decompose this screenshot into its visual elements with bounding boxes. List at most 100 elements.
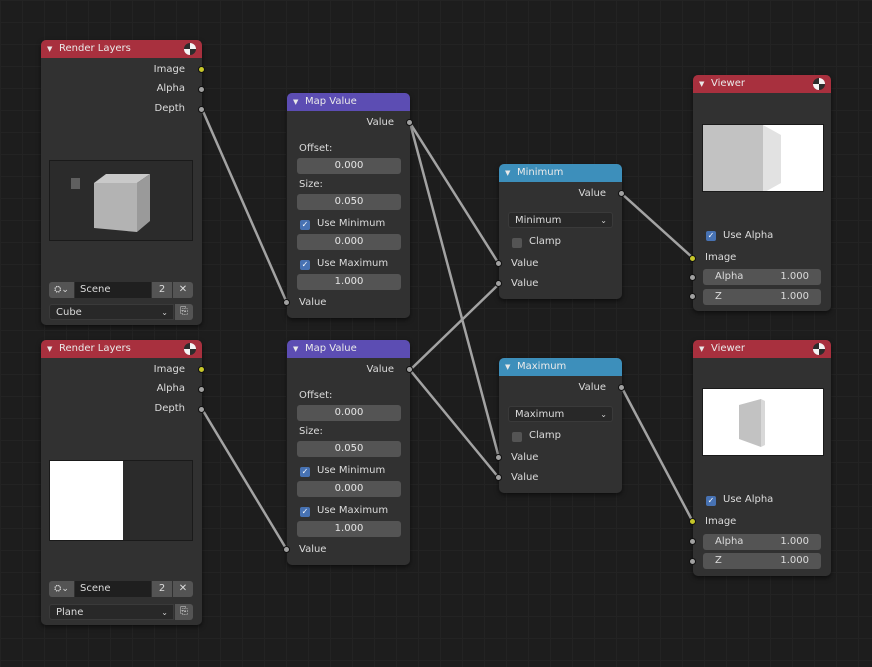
layer-dropdown[interactable]: Cube ⌄ xyxy=(49,304,174,320)
socket-value-input[interactable] xyxy=(283,299,290,306)
close-icon[interactable]: ✕ xyxy=(173,282,193,298)
link-min-to-viewer1 xyxy=(620,192,695,260)
socket-value-input-1[interactable] xyxy=(495,454,502,461)
scene-browse-icon[interactable]: ⛭⌄ xyxy=(49,282,74,298)
link-rl1-depth-to-map1 xyxy=(200,107,289,305)
link-map1-to-max xyxy=(408,121,501,460)
size-field[interactable]: 0.050 xyxy=(297,441,401,457)
z-field-label: Z xyxy=(715,291,722,302)
socket-depth-output[interactable] xyxy=(198,406,205,413)
socket-alpha-input[interactable] xyxy=(689,538,696,545)
alpha-field-value: 1.000 xyxy=(780,271,809,282)
collapse-arrow-icon[interactable]: ▼ xyxy=(505,363,511,371)
use-alpha-checkbox[interactable]: ✓ xyxy=(706,496,716,506)
z-field[interactable]: Z 1.000 xyxy=(703,553,821,569)
clamp-checkbox[interactable] xyxy=(512,432,522,442)
use-maximum-checkbox[interactable]: ✓ xyxy=(300,507,310,517)
socket-z-input[interactable] xyxy=(689,558,696,565)
scene-user-count[interactable]: 2 xyxy=(152,581,172,597)
use-alpha-checkbox[interactable]: ✓ xyxy=(706,231,716,241)
socket-depth-output[interactable] xyxy=(198,106,205,113)
maximum-field[interactable]: 1.000 xyxy=(297,521,401,537)
node-header[interactable]: ▼ Maximum xyxy=(499,358,622,376)
render-icon[interactable]: ⎘ xyxy=(175,604,193,620)
collapse-arrow-icon[interactable]: ▼ xyxy=(293,98,299,106)
clamp-label: Clamp xyxy=(529,236,561,247)
node-title: Viewer xyxy=(711,343,745,354)
operation-dropdown[interactable]: Maximum ⌄ xyxy=(508,406,613,422)
collapse-arrow-icon[interactable]: ▼ xyxy=(699,345,705,353)
operation-value: Maximum xyxy=(515,409,565,420)
minimum-field[interactable]: 0.000 xyxy=(297,234,401,250)
layer-dropdown[interactable]: Plane ⌄ xyxy=(49,604,174,620)
collapse-arrow-icon[interactable]: ▼ xyxy=(699,80,705,88)
socket-value-input[interactable] xyxy=(283,546,290,553)
output-label-value: Value xyxy=(578,382,606,393)
node-header[interactable]: ▼ Map Value xyxy=(287,340,410,358)
use-alpha-label: Use Alpha xyxy=(723,494,774,505)
socket-z-input[interactable] xyxy=(689,293,696,300)
offset-field[interactable]: 0.000 xyxy=(297,405,401,421)
map-value-node[interactable]: ▼ Map Value Value Offset: 0.000 Size: 0.… xyxy=(283,93,413,318)
scene-browse-icon[interactable]: ⛭⌄ xyxy=(49,581,74,597)
alpha-field[interactable]: Alpha 1.000 xyxy=(703,534,821,550)
scene-user-count[interactable]: 2 xyxy=(152,282,172,298)
offset-label: Offset: xyxy=(299,143,333,154)
socket-image-input[interactable] xyxy=(689,255,696,262)
minimum-field[interactable]: 0.000 xyxy=(297,481,401,497)
input-label-value-2: Value xyxy=(511,472,539,483)
socket-image-output[interactable] xyxy=(198,366,205,373)
node-header[interactable]: ▼ Viewer xyxy=(693,340,831,358)
alpha-field-label: Alpha xyxy=(715,536,744,547)
node-header[interactable]: ▼ Minimum xyxy=(499,164,622,182)
size-field[interactable]: 0.050 xyxy=(297,194,401,210)
socket-value-input-2[interactable] xyxy=(495,474,502,481)
render-layers-icon xyxy=(184,43,196,55)
use-minimum-checkbox[interactable]: ✓ xyxy=(300,220,310,230)
map-value-node[interactable]: ▼ Map Value Value Offset: 0.000 Size: 0.… xyxy=(283,340,413,565)
socket-value-output[interactable] xyxy=(618,384,625,391)
render-layers-node[interactable]: ▼ Render Layers Image Alpha Depth ⛭⌄ Sce… xyxy=(41,340,205,625)
viewer-node[interactable]: ▼ Viewer ✓ Use Alpha Image Alpha 1.000 Z… xyxy=(689,340,831,576)
scene-name-field[interactable]: Scene xyxy=(75,282,151,298)
math-maximum-node[interactable]: ▼ Maximum Value Maximum ⌄ Clamp Value Va… xyxy=(495,358,625,493)
render-layers-node[interactable]: ▼ Render Layers Image Alpha Depth ⛭⌄ Sce… xyxy=(41,40,205,325)
clamp-label: Clamp xyxy=(529,430,561,441)
close-icon[interactable]: ✕ xyxy=(173,581,193,597)
render-icon[interactable]: ⎘ xyxy=(175,304,193,320)
socket-image-output[interactable] xyxy=(198,66,205,73)
socket-alpha-output[interactable] xyxy=(198,86,205,93)
node-header[interactable]: ▼ Render Layers xyxy=(41,340,202,358)
offset-field[interactable]: 0.000 xyxy=(297,158,401,174)
scene-name-field[interactable]: Scene xyxy=(75,581,151,597)
node-header[interactable]: ▼ Render Layers xyxy=(41,40,202,58)
operation-value: Minimum xyxy=(515,215,562,226)
socket-value-output[interactable] xyxy=(406,366,413,373)
alpha-field[interactable]: Alpha 1.000 xyxy=(703,269,821,285)
socket-alpha-input[interactable] xyxy=(689,274,696,281)
use-maximum-checkbox[interactable]: ✓ xyxy=(300,260,310,270)
socket-value-input-1[interactable] xyxy=(495,260,502,267)
collapse-arrow-icon[interactable]: ▼ xyxy=(47,345,53,353)
input-label-image: Image xyxy=(705,516,737,527)
maximum-field[interactable]: 1.000 xyxy=(297,274,401,290)
socket-value-input-2[interactable] xyxy=(495,280,502,287)
operation-dropdown[interactable]: Minimum ⌄ xyxy=(508,212,613,228)
collapse-arrow-icon[interactable]: ▼ xyxy=(293,345,299,353)
collapse-arrow-icon[interactable]: ▼ xyxy=(47,45,53,53)
viewer-node[interactable]: ▼ Viewer ✓ Use Alpha Image Alpha 1.000 Z… xyxy=(689,75,831,311)
collapse-arrow-icon[interactable]: ▼ xyxy=(505,169,511,177)
node-header[interactable]: ▼ Viewer xyxy=(693,75,831,93)
z-field-value: 1.000 xyxy=(780,555,809,566)
socket-value-output[interactable] xyxy=(618,190,625,197)
socket-value-output[interactable] xyxy=(406,119,413,126)
math-minimum-node[interactable]: ▼ Minimum Value Minimum ⌄ Clamp Value Va… xyxy=(495,164,625,299)
use-minimum-checkbox[interactable]: ✓ xyxy=(300,467,310,477)
alpha-field-label: Alpha xyxy=(715,271,744,282)
clamp-checkbox[interactable] xyxy=(512,238,522,248)
socket-alpha-output[interactable] xyxy=(198,386,205,393)
socket-image-input[interactable] xyxy=(689,518,696,525)
output-label-depth: Depth xyxy=(154,103,185,114)
node-header[interactable]: ▼ Map Value xyxy=(287,93,410,111)
z-field[interactable]: Z 1.000 xyxy=(703,289,821,305)
